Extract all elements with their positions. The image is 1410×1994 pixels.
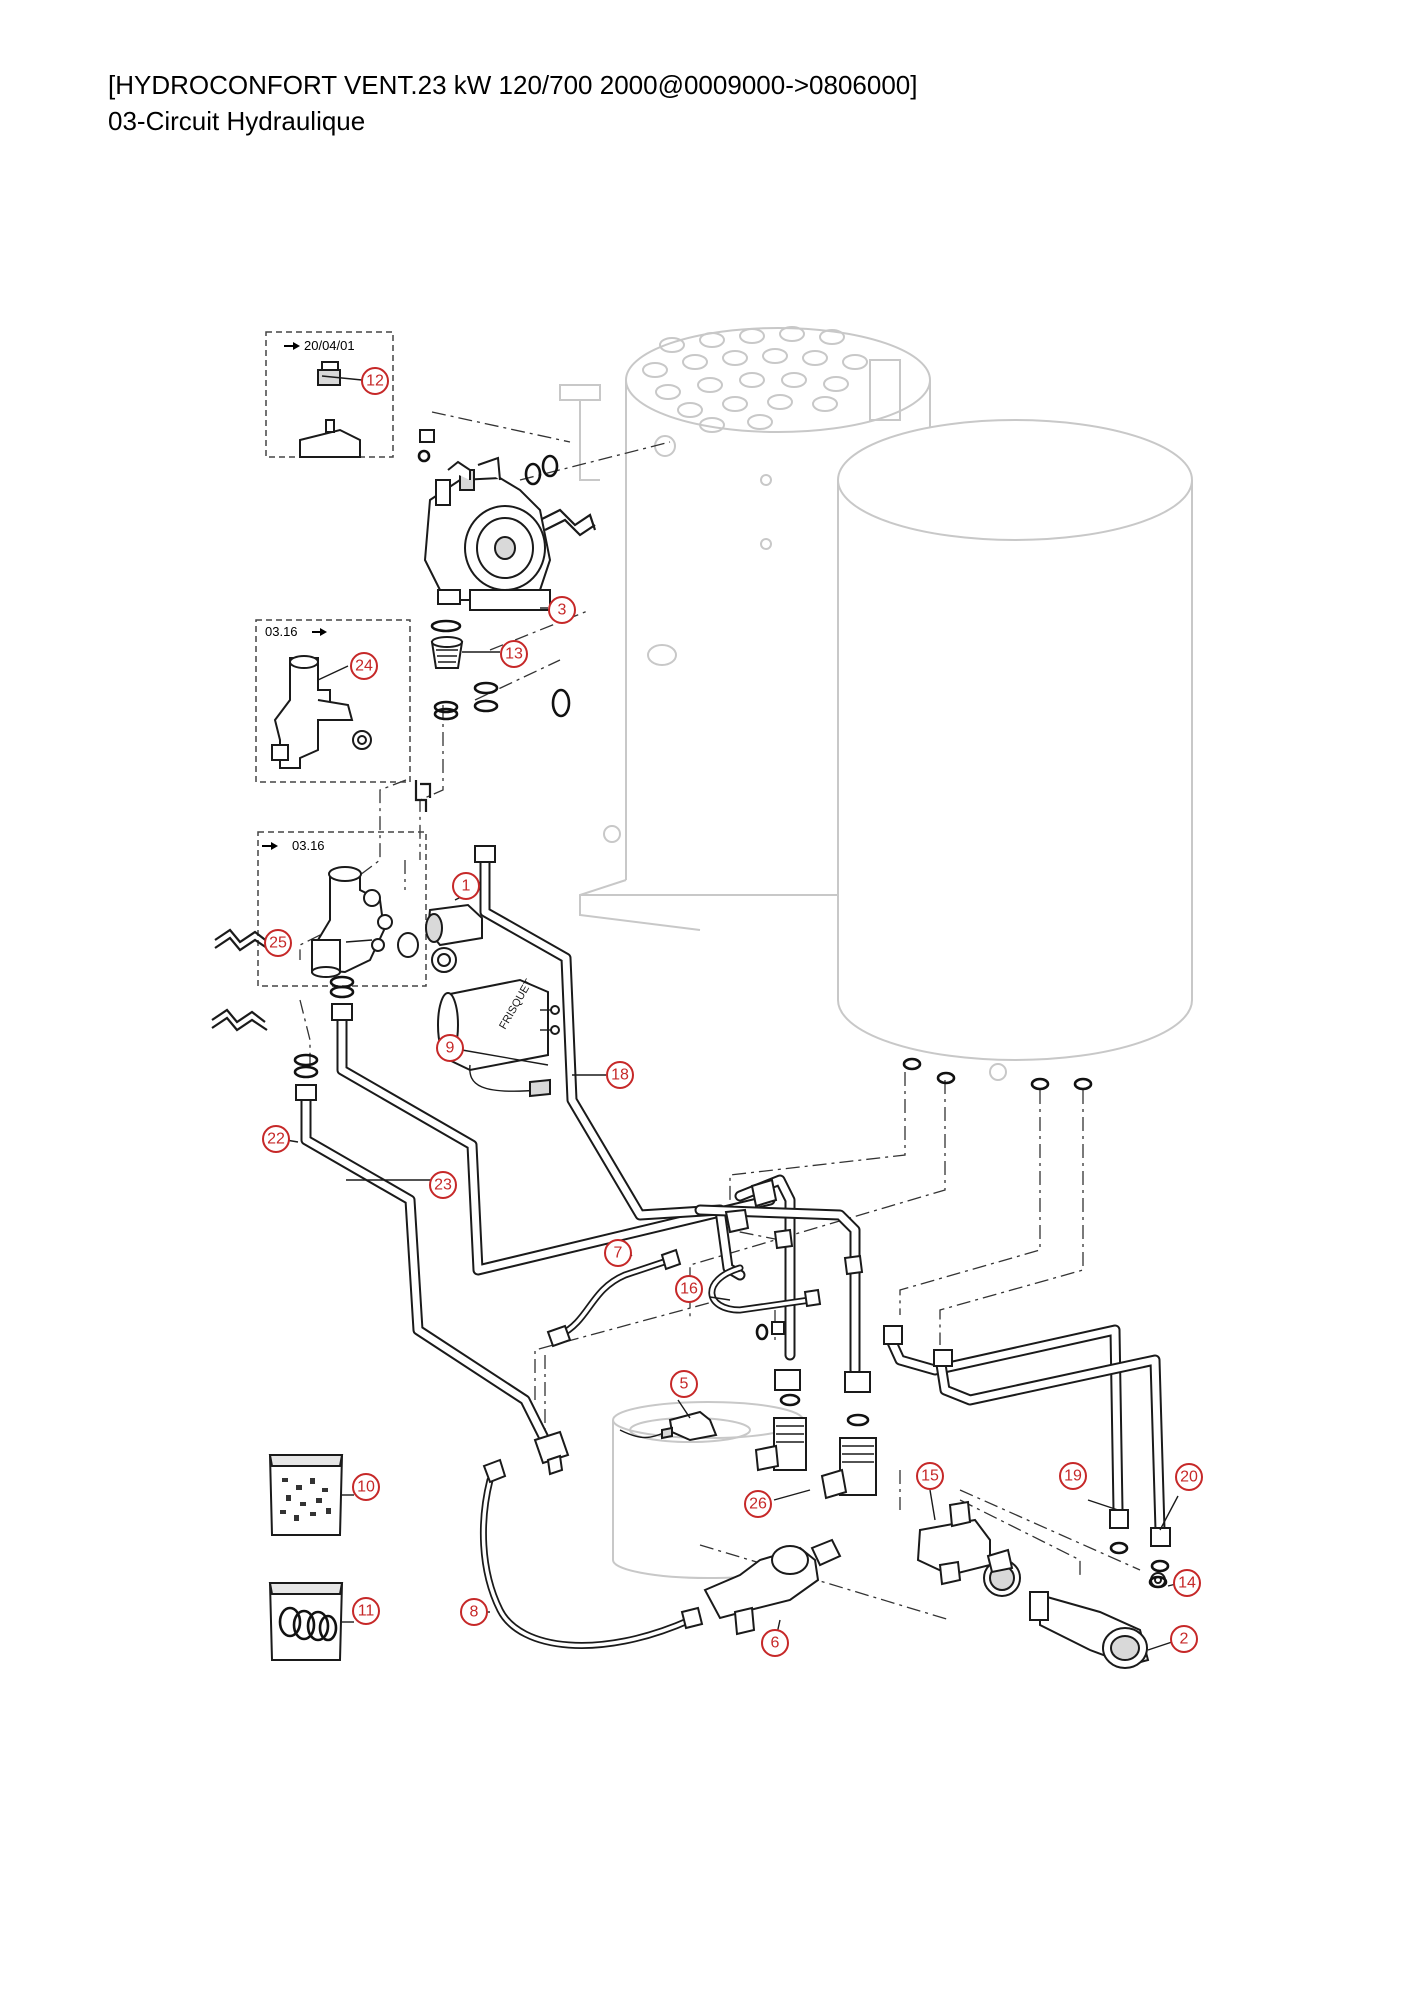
callout-11: 11 (352, 1597, 380, 1625)
valve-actuator-1 (425, 903, 483, 973)
svg-text:8: 8 (470, 1604, 479, 1621)
front-tank (837, 419, 1193, 1081)
svg-text:14: 14 (1178, 1575, 1196, 1592)
svg-text:9: 9 (446, 1040, 455, 1057)
leader-lines (285, 375, 1179, 1651)
callout-6: 6 (761, 1629, 789, 1657)
drain-valve-26 (754, 1369, 877, 1500)
filter-cartridge (430, 636, 464, 669)
callout-7: 7 (604, 1239, 632, 1267)
o-ring-bag-11 (268, 1582, 344, 1661)
svg-text:10: 10 (357, 1479, 375, 1496)
sensor-5 (619, 1410, 718, 1442)
pipe-22 (293, 1053, 551, 1446)
pipe-18 (474, 845, 746, 1281)
pump-variant-label: 20/04/01 (304, 338, 355, 353)
svg-text:24: 24 (355, 658, 373, 675)
callout-14: 14 (1173, 1569, 1201, 1597)
retaining-clips (211, 508, 597, 1032)
hose-8 (479, 1430, 704, 1649)
svg-text:18: 18 (611, 1067, 629, 1084)
callout-24: 24 (350, 652, 378, 680)
safety-valve-6 (703, 1538, 842, 1636)
svg-text:15: 15 (921, 1468, 939, 1485)
pipe-19-20 (883, 1324, 1171, 1573)
inset-pump-variant: 20/04/01 (265, 331, 394, 458)
callout-5: 5 (670, 1370, 698, 1398)
mixing-valve-2 (1029, 1572, 1166, 1669)
valve-variant-label: 03.16 (265, 624, 298, 639)
svg-text:11: 11 (358, 1603, 375, 1620)
svg-text:22: 22 (267, 1131, 285, 1148)
svg-text:25: 25 (269, 935, 287, 952)
svg-text:2: 2 (1180, 1631, 1189, 1648)
cold-water-group-15 (916, 1500, 1021, 1597)
svg-text:16: 16 (680, 1281, 698, 1298)
inset-valve-variant: 03.16 (255, 619, 411, 783)
document-title: [HYDROCONFORT VENT.23 kW 120/700 2000@00… (108, 70, 918, 100)
callout-9: 9 (436, 1034, 464, 1062)
pipe-tee-assembly (694, 1174, 864, 1376)
callout-10: 10 (352, 1473, 380, 1501)
svg-text:12: 12 (366, 373, 384, 390)
svg-text:3: 3 (558, 602, 567, 619)
three-way-valve-25 (311, 866, 419, 978)
pipe-16 (708, 1264, 822, 1341)
washer-14 (1148, 1575, 1168, 1589)
callout-18: 18 (606, 1061, 634, 1089)
svg-text:13: 13 (505, 646, 523, 663)
callout-20: 20 (1175, 1463, 1203, 1491)
callout-3: 3 (548, 596, 576, 624)
tank-outlet-rings (902, 1057, 1093, 1091)
pipe-flex-7 (546, 1248, 682, 1348)
svg-text:19: 19 (1064, 1468, 1082, 1485)
svg-text:23: 23 (434, 1177, 452, 1194)
section-title: 03-Circuit Hydraulique (108, 106, 366, 136)
callout-15: 15 (916, 1462, 944, 1490)
callout-1: 1 (452, 872, 480, 900)
callout-12: 12 (361, 367, 389, 395)
callout-26: 26 (744, 1490, 772, 1518)
valve-body-variant-label: 03.16 (292, 838, 325, 853)
svg-text:6: 6 (771, 1635, 780, 1652)
back-tank (559, 326, 931, 1579)
svg-text:20: 20 (1180, 1469, 1198, 1486)
callout-23: 23 (429, 1171, 457, 1199)
callout-13: 13 (500, 640, 528, 668)
callout-2: 2 (1170, 1625, 1198, 1653)
pump-o-rings (430, 454, 571, 721)
svg-text:7: 7 (614, 1245, 623, 1262)
screw-bag-10 (268, 1454, 344, 1536)
circulator-pump (417, 429, 552, 611)
callout-19: 19 (1059, 1462, 1087, 1490)
callout-8: 8 (460, 1598, 488, 1626)
svg-text:26: 26 (749, 1496, 767, 1513)
callout-16: 16 (675, 1275, 703, 1303)
svg-text:5: 5 (680, 1376, 689, 1393)
svg-text:1: 1 (462, 878, 471, 895)
pipe-23 (329, 975, 776, 1276)
callout-22: 22 (262, 1125, 290, 1153)
callout-25: 25 (264, 929, 292, 957)
